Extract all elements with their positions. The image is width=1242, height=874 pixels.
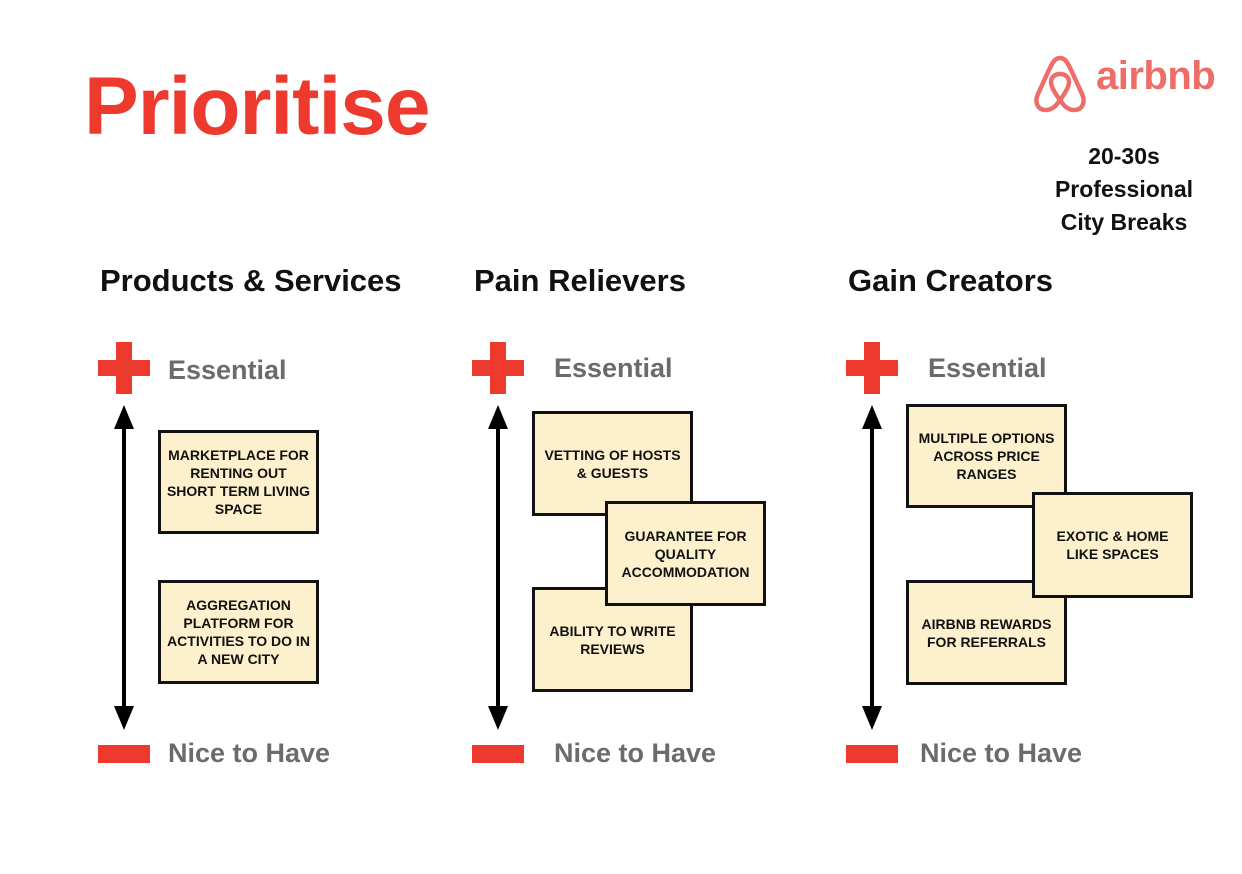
plus-icon: [846, 342, 898, 394]
priority-arrow-icon: [488, 405, 508, 730]
essential-label: Essential: [554, 353, 673, 383]
minus-icon: [846, 745, 898, 763]
essential-label: Essential: [928, 353, 1047, 383]
sticky-note: GUARANTEE FOR QUALITY ACCOMMODATION: [605, 501, 766, 606]
airbnb-belo-icon: [1034, 55, 1086, 113]
nice-to-have-label: Nice to Have: [920, 738, 1083, 768]
minus-icon: [98, 745, 150, 763]
essential-label: Essential: [168, 355, 287, 385]
segment-line: 20-30s: [1088, 143, 1160, 169]
column-title-pain-relievers: Pain Relievers: [474, 263, 686, 298]
column-title-products-services: Products & Services: [100, 263, 402, 298]
segment-line: Professional: [1054, 176, 1194, 202]
column-title-gain-creators: Gain Creators: [848, 263, 1054, 298]
segment-line: City Breaks: [1060, 209, 1188, 235]
sticky-note: AGGREGATION PLATFORM FOR ACTIVITIES TO D…: [158, 580, 319, 684]
page-title: Prioritise: [84, 61, 430, 152]
nice-to-have-label: Nice to Have: [168, 738, 331, 768]
priority-arrow-icon: [862, 405, 882, 730]
plus-icon: [98, 342, 150, 394]
minus-icon: [472, 745, 524, 763]
airbnb-logo: airbnb: [1032, 54, 1217, 114]
nice-to-have-label: Nice to Have: [554, 738, 717, 768]
sticky-note: MARKETPLACE FOR RENTING OUT SHORT TERM L…: [158, 430, 319, 534]
priority-arrow-icon: [114, 405, 134, 730]
plus-icon: [472, 342, 524, 394]
brand-name: airbnb: [1096, 54, 1216, 98]
sticky-note: EXOTIC & HOME LIKE SPACES: [1032, 492, 1193, 598]
sticky-note: VETTING OF HOSTS & GUESTS: [532, 411, 693, 516]
sticky-note: MULTIPLE OPTIONS ACROSS PRICE RANGES: [906, 404, 1067, 508]
customer-segment: 20-30s Professional City Breaks: [1020, 140, 1228, 239]
